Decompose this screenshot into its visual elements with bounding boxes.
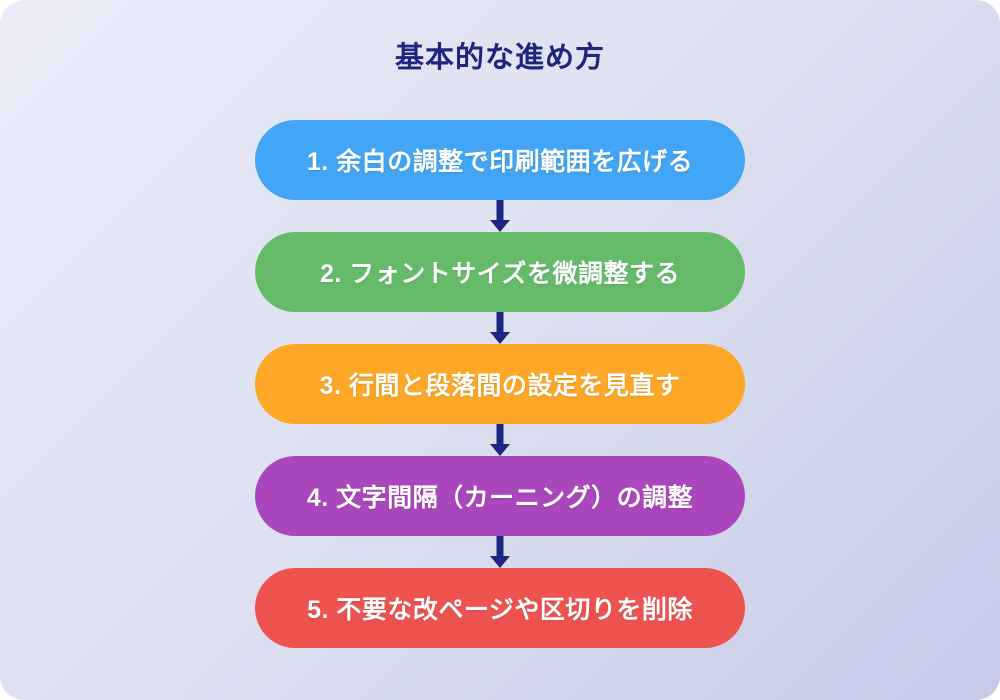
arrow-down-icon — [490, 536, 510, 568]
flow-connector — [486, 536, 514, 568]
flowchart: 1. 余白の調整で印刷範囲を広げる 2. フォントサイズを微調整する 3. 行間… — [255, 120, 745, 648]
flow-step-5-label: 5. 不要な改ページや区切りを削除 — [307, 596, 693, 624]
flow-step-5: 5. 不要な改ページや区切りを削除 — [255, 568, 745, 648]
flow-step-2-label: 2. フォントサイズを微調整する — [319, 260, 681, 288]
flow-step-3: 3. 行間と段落間の設定を見直す — [255, 344, 745, 424]
page-title: 基本的な進め方 — [394, 42, 605, 74]
flow-connector — [486, 200, 514, 232]
flow-connector — [486, 424, 514, 456]
flow-step-4-label: 4. 文字間隔（カーニング）の調整 — [306, 484, 694, 512]
flow-connector — [486, 312, 514, 344]
flow-step-1-label: 1. 余白の調整で印刷範囲を広げる — [306, 148, 694, 176]
flow-step-4: 4. 文字間隔（カーニング）の調整 — [255, 456, 745, 536]
arrow-down-icon — [490, 424, 510, 456]
flow-step-2: 2. フォントサイズを微調整する — [255, 232, 745, 312]
arrow-down-icon — [490, 200, 510, 232]
flow-step-3-label: 3. 行間と段落間の設定を見直す — [319, 372, 681, 400]
flow-step-1: 1. 余白の調整で印刷範囲を広げる — [255, 120, 745, 200]
arrow-down-icon — [490, 312, 510, 344]
